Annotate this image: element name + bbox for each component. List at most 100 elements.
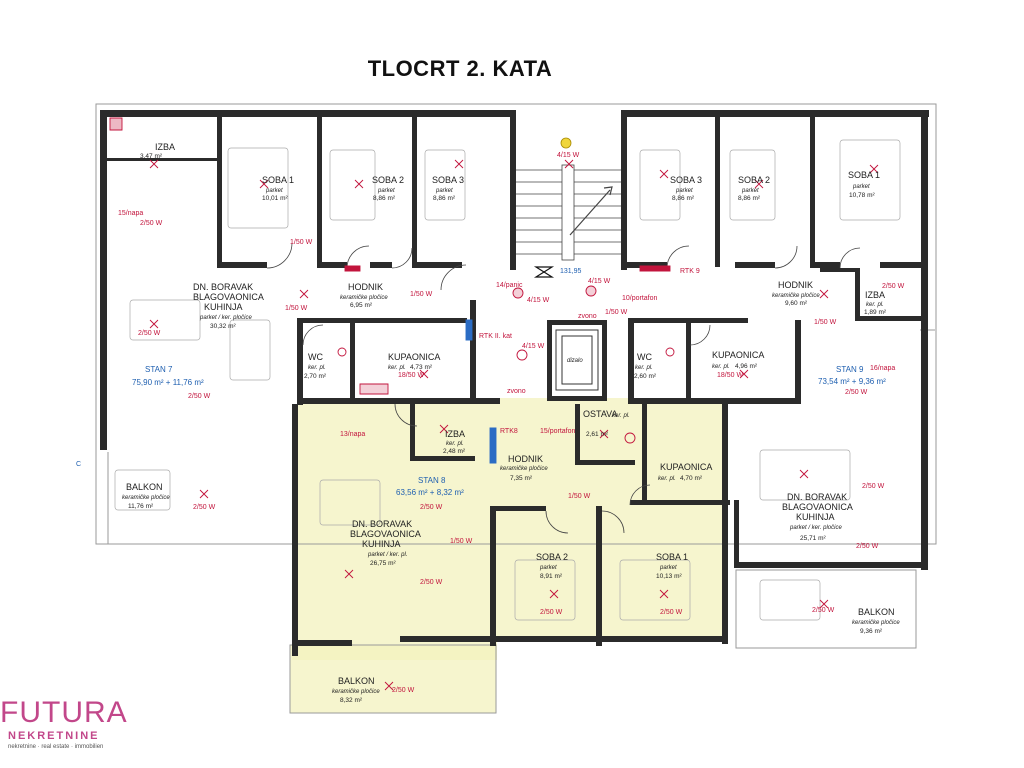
elec-e7: RTK 9 bbox=[680, 268, 700, 275]
elec-e17: 1/50 W bbox=[410, 291, 433, 298]
soba2-c-area: 8,91 m² bbox=[540, 573, 563, 580]
dnb-l-sub: parket / ker. pločice bbox=[199, 315, 252, 321]
elec-e1: 4/15 W bbox=[557, 152, 580, 159]
soba3-l-area: 8,86 m² bbox=[433, 195, 456, 202]
elec-e31: RTK8 bbox=[500, 428, 518, 435]
kup-c-label: KUPAONICA bbox=[660, 462, 712, 472]
elec-e34: 18/50 W bbox=[398, 372, 424, 379]
balkon-c-area: 8,32 m² bbox=[340, 697, 363, 704]
furniture bbox=[114, 139, 901, 621]
soba1-c-label: SOBA 1 bbox=[656, 552, 688, 562]
soba1-l-sub: parket bbox=[265, 188, 283, 194]
balkon-r-label: BALKON bbox=[858, 607, 895, 617]
elec-e12: 15/napa bbox=[118, 210, 143, 217]
walls bbox=[100, 110, 929, 656]
dnb-r-label2: BLAGOVAONICA bbox=[782, 502, 853, 512]
dnb-r-label1: DN. BORAVAK bbox=[787, 492, 847, 502]
elec-e15: 2/50 W bbox=[188, 393, 211, 400]
soba2-r-area: 8,86 m² bbox=[738, 195, 761, 202]
elec-e16: 1/50 W bbox=[285, 305, 308, 312]
balkon-l-area: 11,76 m² bbox=[128, 503, 154, 510]
hodnik-c-area: 7,35 m² bbox=[510, 475, 533, 482]
izba-tl-area: 3,47 m² bbox=[140, 153, 163, 160]
elec-e28: 2/50 W bbox=[862, 483, 885, 490]
elec-e36: 2/50 W bbox=[856, 543, 879, 550]
elec-e6: zvono bbox=[578, 313, 597, 320]
dnb-c-label3: KUHINJA bbox=[362, 539, 401, 549]
hodnik-c-sub: keramičke pločice bbox=[500, 466, 548, 472]
elec-e22: 2/50 W bbox=[420, 504, 443, 511]
soba2-l-area: 8,86 m² bbox=[373, 195, 396, 202]
elec-e5: 4/15 W bbox=[588, 278, 611, 285]
wc-l-sub: ker. pl. bbox=[308, 365, 326, 371]
dnb-l-label1: DN. BORAVAK bbox=[193, 282, 253, 292]
balkon-r-area: 9,36 m² bbox=[860, 628, 883, 635]
ostava-area: 2,61 m² bbox=[586, 431, 609, 438]
elec-e29: 2/50 W bbox=[392, 687, 415, 694]
balkon-c-sub: keramičke pločice bbox=[332, 689, 380, 695]
elec-e37: 2/50 W bbox=[812, 607, 835, 614]
elec-e4: 4/15 W bbox=[527, 297, 550, 304]
soba1-r-sub: parket bbox=[852, 184, 870, 190]
elec-e35: 18/50 W bbox=[717, 372, 743, 379]
elec-e32: 1/50 W bbox=[290, 239, 313, 246]
wc-l-area: 2,70 m² bbox=[304, 373, 327, 380]
elec-e38: 1/50 W bbox=[605, 309, 628, 316]
hodnik-r-sub: keramičke pločice bbox=[772, 293, 820, 299]
electrical-labels: 4/15 W 131,95 14/panic 4/15 W 4/15 W zvo… bbox=[76, 152, 905, 694]
izba-c-sub: ker. pl. bbox=[446, 441, 464, 447]
elec-e30: 15/portafon bbox=[540, 428, 576, 435]
dnb-l-label3: KUHINJA bbox=[204, 302, 243, 312]
soba3-l-sub: parket bbox=[435, 188, 453, 194]
elec-e14: 2/50 W bbox=[138, 330, 161, 337]
kup-l-label: KUPAONICA bbox=[388, 352, 440, 362]
door-arcs bbox=[266, 242, 861, 534]
elevator-shaft bbox=[555, 329, 599, 391]
soba3-r-sub: parket bbox=[675, 188, 693, 194]
elec-e9: 4/15 W bbox=[522, 343, 545, 350]
wc-r-sub: ker. pl. bbox=[635, 365, 653, 371]
elec-e11: 10/portafon bbox=[622, 295, 658, 302]
balkon-l-sub: keramičke pločice bbox=[122, 495, 170, 501]
dnb-l-label2: BLAGOVAONICA bbox=[193, 292, 264, 302]
elec-e39: 1/50 W bbox=[450, 538, 473, 545]
elec-e26: 2/50 W bbox=[540, 609, 563, 616]
elec-e19: 16/napa bbox=[870, 365, 895, 372]
elec-e21: 2/50 W bbox=[882, 283, 905, 290]
elec-e25: 1/50 W bbox=[568, 493, 591, 500]
elec-e40: C bbox=[76, 461, 81, 468]
dnb-r-area: 25,71 m² bbox=[800, 535, 826, 542]
soba3-r-label: SOBA 3 bbox=[670, 175, 702, 185]
stan7-label: STAN 7 bbox=[145, 365, 173, 374]
dnb-c-label2: BLAGOVAONICA bbox=[350, 529, 421, 539]
kup-l-sub: ker. pl. bbox=[388, 365, 406, 371]
elec-e13: 2/50 W bbox=[140, 220, 163, 227]
logo-tagline: nekretnine · real estate · immobilien bbox=[8, 744, 104, 750]
balkon-r-sub: keramičke pločice bbox=[852, 620, 900, 626]
thin-outlines bbox=[95, 103, 937, 714]
meter-symbol bbox=[533, 266, 555, 278]
kup-l-area: 4,73 m² bbox=[410, 364, 433, 371]
stan7-area: 75,90 m² + 11,76 m² bbox=[132, 378, 204, 387]
stan8-label: STAN 8 bbox=[418, 476, 446, 485]
dnb-r-label3: KUHINJA bbox=[796, 512, 835, 522]
dnb-r-sub: parket / ker. pločice bbox=[789, 525, 842, 531]
soba2-l-sub: parket bbox=[377, 188, 395, 194]
soba3-l-label: SOBA 3 bbox=[432, 175, 464, 185]
elec-e24: 2/50 W bbox=[420, 579, 443, 586]
elec-e18: 13/napa bbox=[340, 431, 365, 438]
dnb-l-area: 30,32 m² bbox=[210, 323, 236, 330]
izba-r-area: 1,89 m² bbox=[864, 309, 887, 316]
futura-logo: FUTURA NEKRETNINE nekretnine · real esta… bbox=[0, 696, 150, 756]
soba1-r-label: SOBA 1 bbox=[848, 170, 880, 180]
soba2-r-sub: parket bbox=[741, 188, 759, 194]
wc-r-label: WC bbox=[637, 352, 652, 362]
yellow-marker bbox=[560, 137, 572, 149]
elec-e8: RTK II. kat bbox=[479, 333, 512, 340]
elec-e33: 1/50 W bbox=[814, 319, 837, 326]
balkon-l-label: BALKON bbox=[126, 482, 163, 492]
elec-e10: zvono bbox=[507, 388, 526, 395]
soba2-r-label: SOBA 2 bbox=[738, 175, 770, 185]
elec-e20: 2/50 W bbox=[845, 389, 868, 396]
